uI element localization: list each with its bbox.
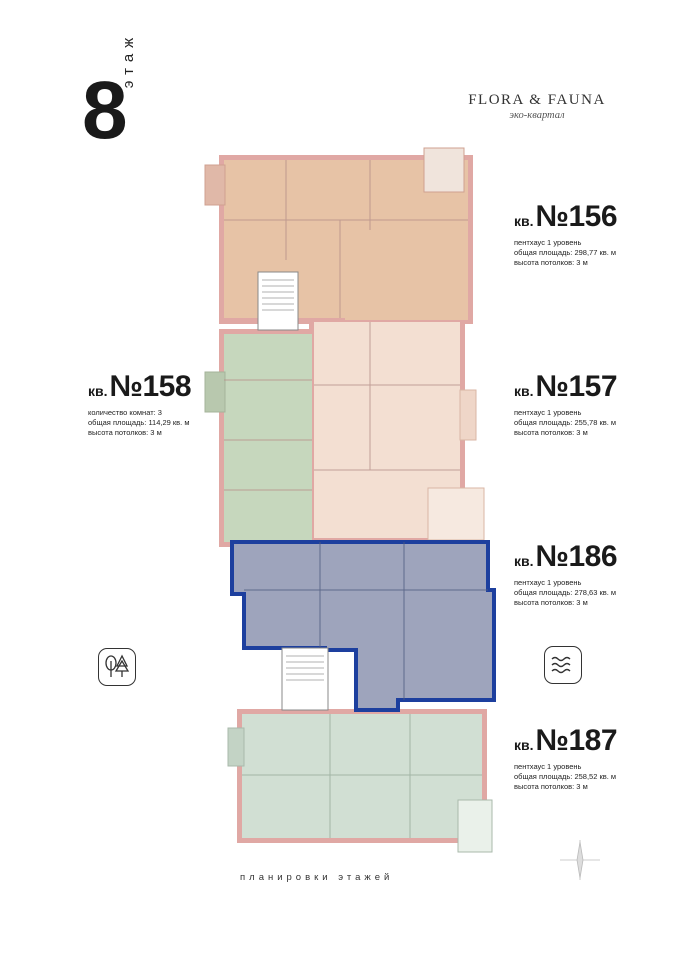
apartment-158-balcony [204, 371, 226, 413]
apartment-158-main [224, 334, 312, 542]
trees-icon-glyph [105, 654, 130, 677]
apartment-187-line-2: общая площадь: 258,52 кв. м [514, 772, 617, 781]
apartment-187-line-3: высота потолков: 3 м [514, 782, 588, 791]
apartment-158-info[interactable]: кв.№158 количество комнат: 3 общая площа… [88, 370, 192, 438]
apartment-156-area[interactable] [204, 147, 468, 320]
apartment-186-info[interactable]: кв.№186 пентхаус 1 уровень общая площадь… [514, 540, 618, 608]
apartment-187-terrace [457, 799, 493, 853]
apartment-158-prefix: кв. [88, 383, 108, 399]
apartment-156-line-1: пентхаус 1 уровень [514, 238, 582, 247]
apartment-186-number: №186 [535, 540, 618, 573]
interior-walls [224, 160, 488, 838]
apartment-156-prefix: кв. [514, 213, 534, 229]
apartment-186-line-1: пентхаус 1 уровень [514, 578, 582, 587]
apartment-157-number: №157 [535, 370, 618, 403]
apartment-156-line-3: высота потолков: 3 м [514, 258, 588, 267]
water-waves-icon [544, 646, 582, 684]
apartment-158-line-2: общая площадь: 114,29 кв. м [88, 418, 190, 427]
apartment-157-info[interactable]: кв.№157 пентхаус 1 уровень общая площадь… [514, 370, 618, 438]
apartment-158-number: №158 [109, 370, 192, 403]
apartment-157-line-3: высота потолков: 3 м [514, 428, 588, 437]
apartment-157-area[interactable] [314, 322, 485, 541]
water-waves-icon-glyph [551, 656, 571, 674]
brand-name: FLORA & FAUNA [468, 92, 606, 108]
apartment-186-line-3: высота потолков: 3 м [514, 598, 588, 607]
apartment-187-line-1: пентхаус 1 уровень [514, 762, 582, 771]
stair-core-top [257, 271, 299, 331]
apartment-158-area[interactable] [204, 334, 312, 542]
apartment-156-ext [345, 300, 468, 320]
apartment-187-balcony [227, 727, 245, 767]
apartment-158-line-1: количество комнат: 3 [88, 408, 162, 417]
brand-subtitle: эко-квартал [509, 110, 565, 121]
brand-logo: FLORA & FAUNA эко-квартал [468, 92, 606, 121]
apartment-158-line-3: высота потолков: 3 м [88, 428, 162, 437]
apartment-157-terrace [427, 487, 485, 541]
floor-plans-caption: планировки этажей [240, 872, 394, 883]
apartment-157-balcony [459, 389, 477, 441]
apartment-156-info[interactable]: кв.№156 пентхаус 1 уровень общая площадь… [514, 200, 618, 268]
floor-number: 8 [82, 65, 128, 156]
apartment-186-line-2: общая площадь: 278,63 кв. м [514, 588, 617, 597]
apartment-156-number: №156 [535, 200, 618, 233]
apartment-186-prefix: кв. [514, 553, 534, 569]
apartment-157-line-2: общая площадь: 255,78 кв. м [514, 418, 617, 427]
apartment-186-outline [230, 540, 496, 712]
stair-core-bottom [281, 647, 329, 711]
apartment-187-number: №187 [535, 724, 618, 757]
apartment-187-area[interactable] [227, 714, 493, 853]
apartment-156-terrace [423, 147, 465, 193]
apartment-157-prefix: кв. [514, 383, 534, 399]
apartment-156-line-2: общая площадь: 298,77 кв. м [514, 248, 617, 257]
apartment-157-line-1: пентхаус 1 уровень [514, 408, 582, 417]
compass-icon [560, 840, 600, 880]
apartment-187-prefix: кв. [514, 737, 534, 753]
apartment-186-area[interactable] [230, 540, 496, 712]
apartment-156-balcony [204, 164, 226, 206]
apartment-187-main [242, 714, 482, 838]
apartment-187-info[interactable]: кв.№187 пентхаус 1 уровень общая площадь… [514, 724, 618, 792]
trees-icon [98, 648, 136, 686]
